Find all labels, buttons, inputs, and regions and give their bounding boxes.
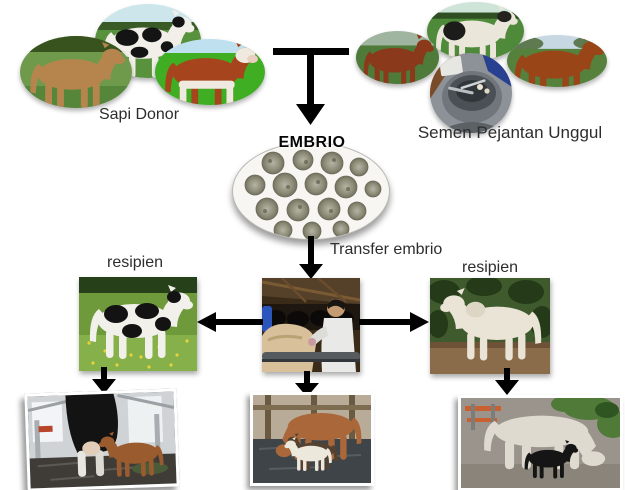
donor-cow-photo-tan [20,36,132,108]
donor-cow-photo-simmental [155,39,265,105]
transfer-embrio-label: Transfer embrio [330,241,443,258]
semen-tank-photo [430,53,512,133]
embryo-microscope-photo [232,142,390,240]
bull-photo-white [427,2,524,60]
recipient-holstein-photo [79,277,197,371]
left-arrow-icon [197,312,263,332]
bull-photo-red-left [356,31,439,84]
down-arrow-left-icon [92,367,116,394]
embrio-label: EMBRIO [278,134,346,151]
embryo-transfer-procedure-photo [262,278,360,372]
sapi-donor-label: Sapi Donor [98,106,180,123]
resipien-left-label: resipien [106,254,164,271]
offspring-photo-brown-cow-calves [250,392,374,486]
offspring-photo-black-cow-calf [24,388,180,490]
resipien-right-label: resipien [461,259,519,276]
down-arrow-right-icon [495,368,519,395]
bull-photo-red-right [507,35,607,87]
offspring-photo-white-cow-black-calf [458,395,623,490]
recipient-white-cow-photo [430,278,550,374]
merge-arrow-icon [273,48,349,125]
transfer-down-arrow-icon [299,236,323,279]
right-arrow-icon [359,312,429,332]
semen-pejantan-unggul-label: Semen Pejantan Unggul [417,123,603,142]
down-arrow-center-icon [295,371,319,397]
